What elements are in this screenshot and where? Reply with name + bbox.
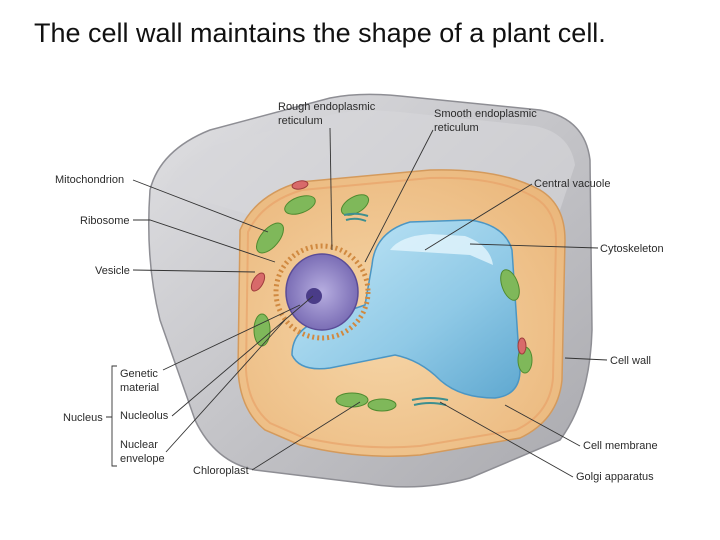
label-cytoskeleton: Cytoskeleton	[600, 243, 664, 255]
label-nuclear-envelope-1: Nuclear	[120, 439, 158, 451]
label-smooth-er-1: Smooth endoplasmic	[434, 108, 537, 120]
label-chloroplast: Chloroplast	[193, 465, 249, 477]
label-rough-er-2: reticulum	[278, 115, 323, 127]
label-genetic-material-2: material	[120, 382, 159, 394]
golgi-group	[343, 212, 449, 406]
label-nuclear-envelope-2: envelope	[120, 453, 165, 465]
label-nucleolus: Nucleolus	[120, 410, 169, 422]
vacuole-highlight	[390, 234, 493, 265]
label-central-vacuole: Central vacuole	[534, 178, 610, 190]
label-smooth-er-2: reticulum	[434, 122, 479, 134]
label-vesicle: Vesicle	[95, 265, 130, 277]
label-cell-wall: Cell wall	[610, 355, 651, 367]
label-rough-er-1: Rough endoplasmic	[278, 101, 376, 113]
central-vacuole-shape	[291, 219, 521, 399]
cell-membrane-shape	[244, 176, 558, 449]
chloroplast-group	[253, 194, 533, 412]
leader-lines	[132, 127, 608, 478]
mitochondria-group	[250, 180, 527, 355]
nucleus-bracket	[106, 365, 117, 467]
nucleus-shape	[273, 243, 371, 341]
label-nucleus: Nucleus	[63, 412, 103, 424]
label-genetic-material-1: Genetic	[120, 368, 158, 380]
label-ribosome: Ribosome	[80, 215, 130, 227]
label-golgi-apparatus: Golgi apparatus	[576, 471, 654, 483]
slide-title: The cell wall maintains the shape of a p…	[34, 18, 606, 48]
label-cell-membrane: Cell membrane	[583, 440, 658, 452]
label-mitochondrion: Mitochondrion	[55, 174, 124, 186]
